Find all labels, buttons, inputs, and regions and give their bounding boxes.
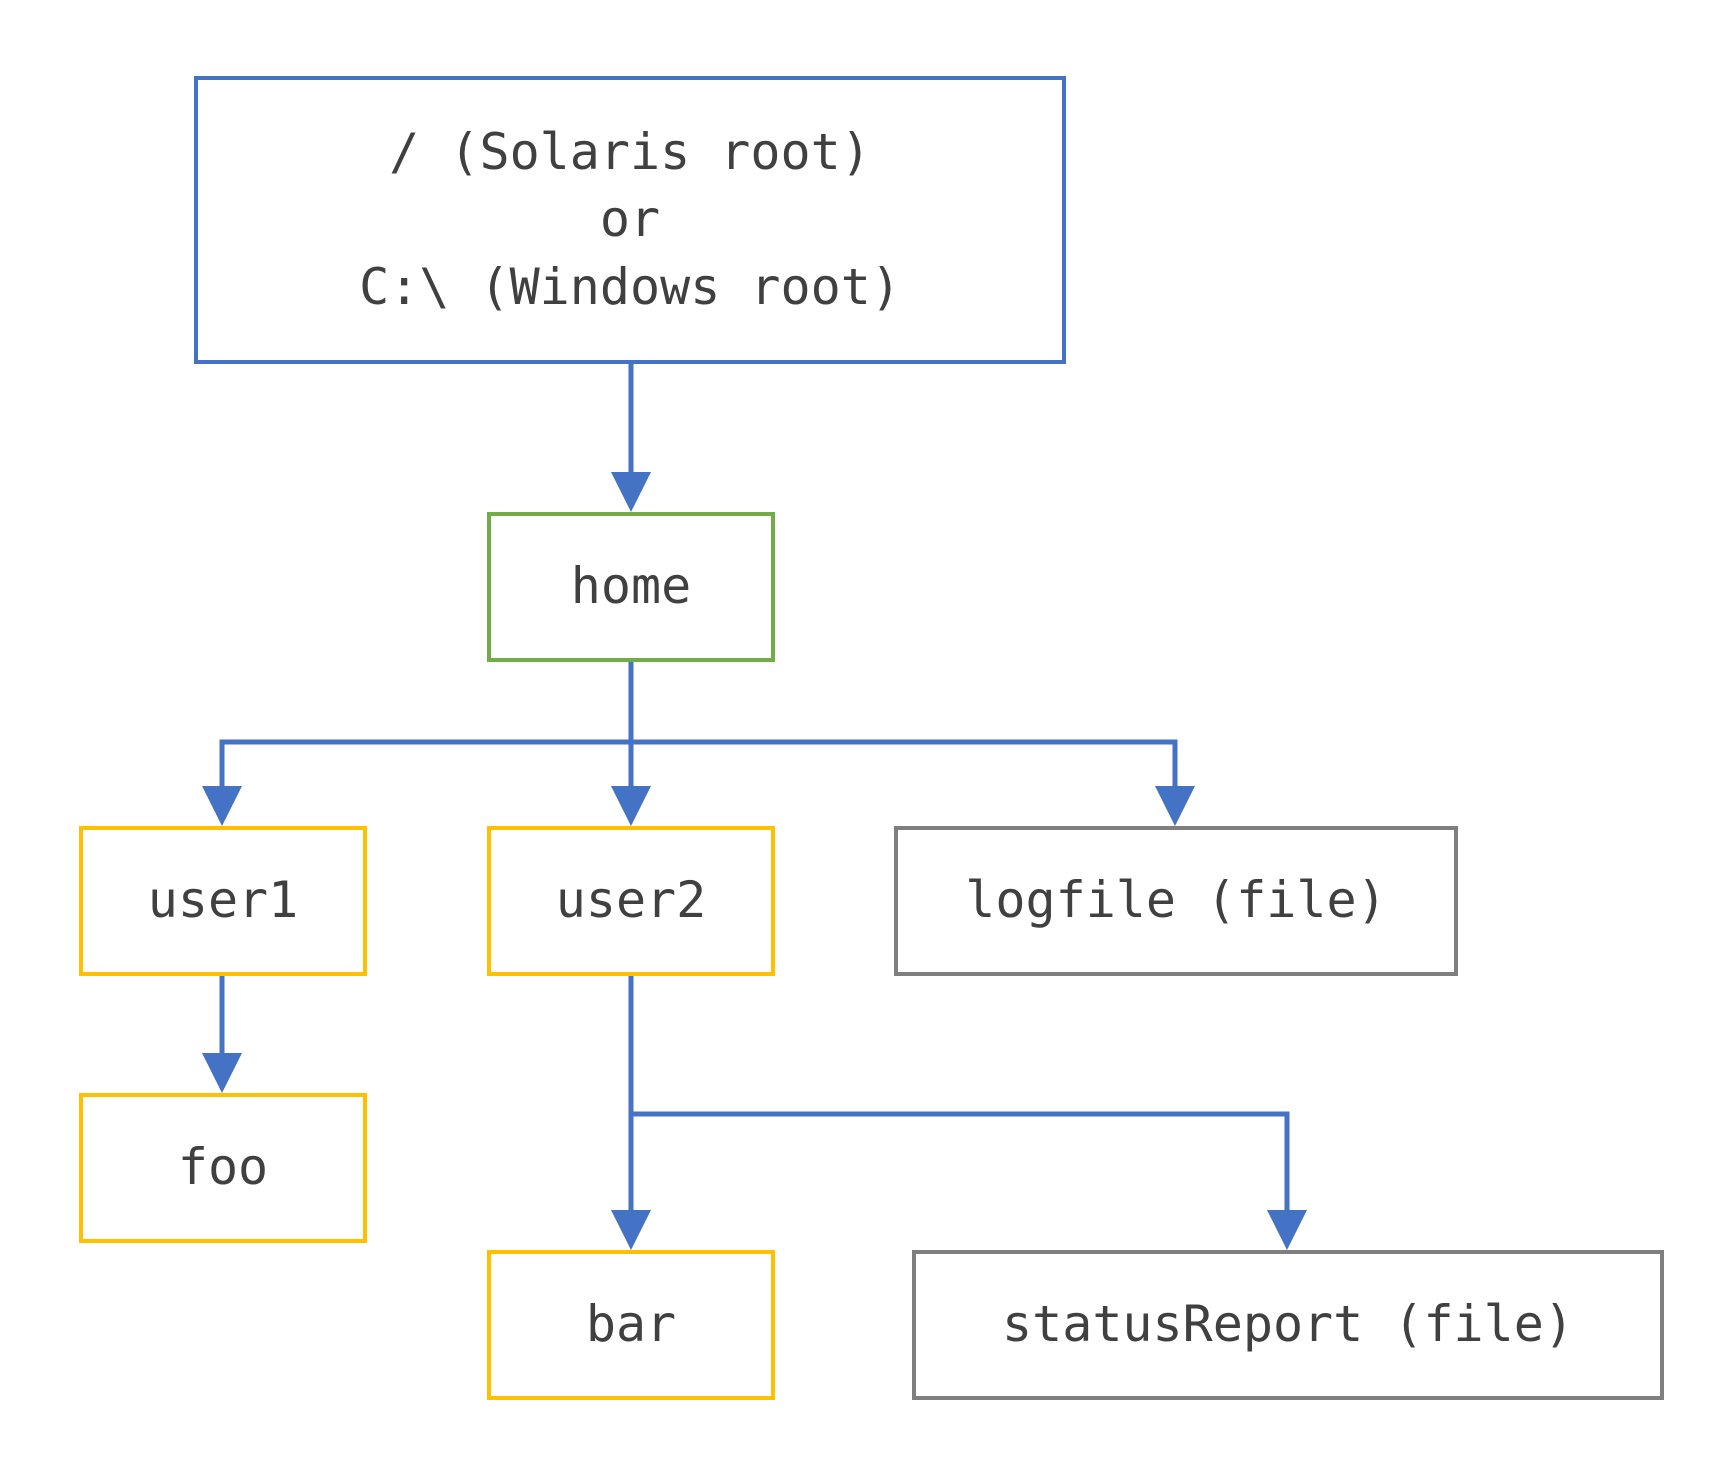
user2-label: user2: [555, 871, 707, 930]
statusreport-label: statusReport (file): [1002, 1295, 1574, 1354]
root-label-line-1: / (Solaris root): [389, 122, 871, 181]
connector-home-logfile: [631, 739, 1178, 788]
arrowhead-home: [611, 472, 651, 512]
user1-label: user1: [147, 871, 299, 930]
logfile-label: logfile (file): [965, 871, 1387, 930]
root-label-line-3: C:\ (Windows root): [359, 257, 901, 316]
user1-directory-node: user1: [79, 826, 367, 976]
foo-directory-node: foo: [79, 1093, 367, 1243]
statusreport-file-node: statusReport (file): [912, 1250, 1664, 1400]
bar-label: bar: [585, 1295, 677, 1354]
home-directory-node: home: [487, 512, 775, 662]
logfile-file-node: logfile (file): [894, 826, 1458, 976]
arrowhead-user2: [611, 786, 651, 826]
arrowhead-statusreport: [1267, 1210, 1307, 1250]
arrowhead-bar: [611, 1210, 651, 1250]
foo-label: foo: [177, 1138, 269, 1197]
connector-user2-statusreport: [631, 1111, 1290, 1212]
arrowhead-user1: [202, 786, 242, 826]
arrowhead-logfile: [1155, 786, 1195, 826]
connector-home-user1: [219, 739, 631, 788]
root-label-line-2: or: [599, 190, 661, 249]
home-label: home: [570, 557, 692, 616]
arrowhead-foo: [202, 1053, 242, 1093]
bar-directory-node: bar: [487, 1250, 775, 1400]
root-directory-node: / (Solaris root) or C:\ (Windows root): [194, 76, 1066, 364]
user2-directory-node: user2: [487, 826, 775, 976]
